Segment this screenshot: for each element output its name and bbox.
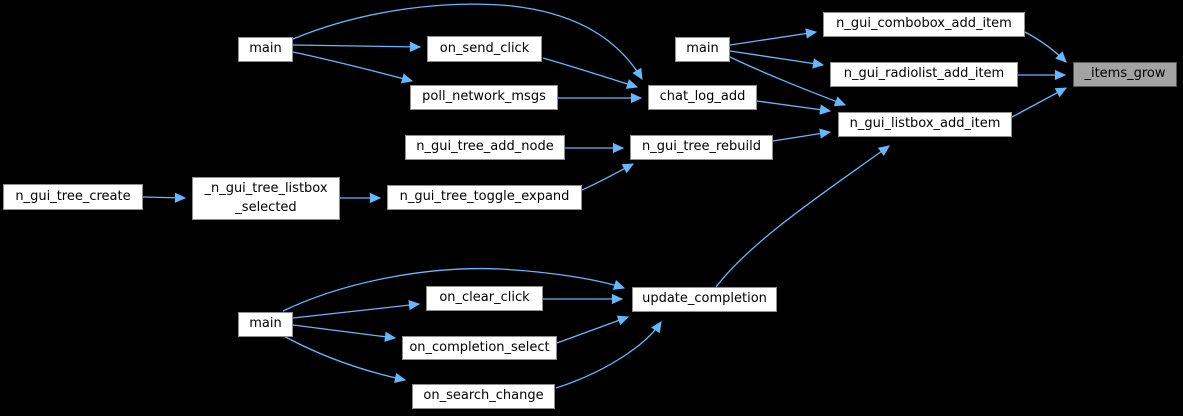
node-main-1[interactable]: main <box>238 37 293 62</box>
edge-on_send_click-to-chat_log_add <box>542 57 639 89</box>
node-on_send_click[interactable]: on_send_click <box>427 36 542 62</box>
edge-update_completion-to-n_gui_listbox_add_item <box>715 145 890 288</box>
edge-main-3-to-on_completion_select <box>292 324 397 342</box>
node-on_clear_click[interactable]: on_clear_click <box>426 286 543 311</box>
edge-main-1-to-on_send_click <box>292 41 422 52</box>
edge-chat_log_add-to-n_gui_listbox_add_item <box>756 100 832 115</box>
node-n_gui_tree_rebuild[interactable]: n_gui_tree_rebuild <box>630 135 773 160</box>
node-n_gui_radiolist_add_item[interactable]: n_gui_radiolist_add_item <box>830 62 1018 87</box>
node-n_gui_combobox_add_item[interactable]: n_gui_combobox_add_item <box>823 12 1025 37</box>
node-main-3[interactable]: main <box>238 312 293 337</box>
node-n_gui_tree_create[interactable]: n_gui_tree_create <box>3 184 143 210</box>
node-n_gui_tree_add_node[interactable]: n_gui_tree_add_node <box>405 135 565 160</box>
edge-on_completion_select-to-update_completion <box>556 315 630 344</box>
edge-n_gui_tree_rebuild-to-n_gui_listbox_add_item <box>772 128 832 142</box>
edge-main-1-to-poll_network_msgs <box>292 51 414 84</box>
edge-n_gui_tree_toggle_expand-to-n_gui_tree_rebuild <box>581 163 635 191</box>
edge-main-2-to-n_gui_combobox_add_item <box>729 28 818 46</box>
edge-main-3-to-on_search_change <box>279 333 407 383</box>
edge-main-2-to-n_gui_radiolist_add_item <box>729 50 825 69</box>
node-n_gui_listbox_add_item[interactable]: n_gui_listbox_add_item <box>838 112 1012 137</box>
edge-n_gui_tree_create-to-_n_gui_tree_listbox_selected <box>142 192 187 203</box>
edge-n_gui_combobox_add_item-to-_items_grow <box>1024 31 1067 63</box>
node-main-2[interactable]: main <box>675 37 730 62</box>
edge-main-1-to-chat_log_add <box>292 3 643 81</box>
edge-on_search_change-to-update_completion <box>555 321 662 389</box>
node-on_completion_select[interactable]: on_completion_select <box>402 336 557 360</box>
node-update_completion[interactable]: update_completion <box>632 287 777 312</box>
edge-main-3-to-on_clear_click <box>292 299 421 319</box>
edge-main-3-to-update_completion <box>282 267 626 312</box>
edge-n_gui_listbox_add_item-to-_items_grow <box>1011 87 1068 118</box>
node-poll_network_msgs[interactable]: poll_network_msgs <box>410 85 558 110</box>
node-_n_gui_tree_listbox_selected[interactable]: _n_gui_tree_listbox _selected <box>192 177 340 220</box>
node-_items_grow[interactable]: _items_grow <box>1073 62 1177 87</box>
node-on_search_change[interactable]: on_search_change <box>412 384 555 409</box>
edge-main-2-to-n_gui_listbox_add_item <box>729 56 847 107</box>
node-chat_log_add[interactable]: chat_log_add <box>648 85 757 110</box>
node-n_gui_tree_toggle_expand[interactable]: n_gui_tree_toggle_expand <box>387 185 582 210</box>
